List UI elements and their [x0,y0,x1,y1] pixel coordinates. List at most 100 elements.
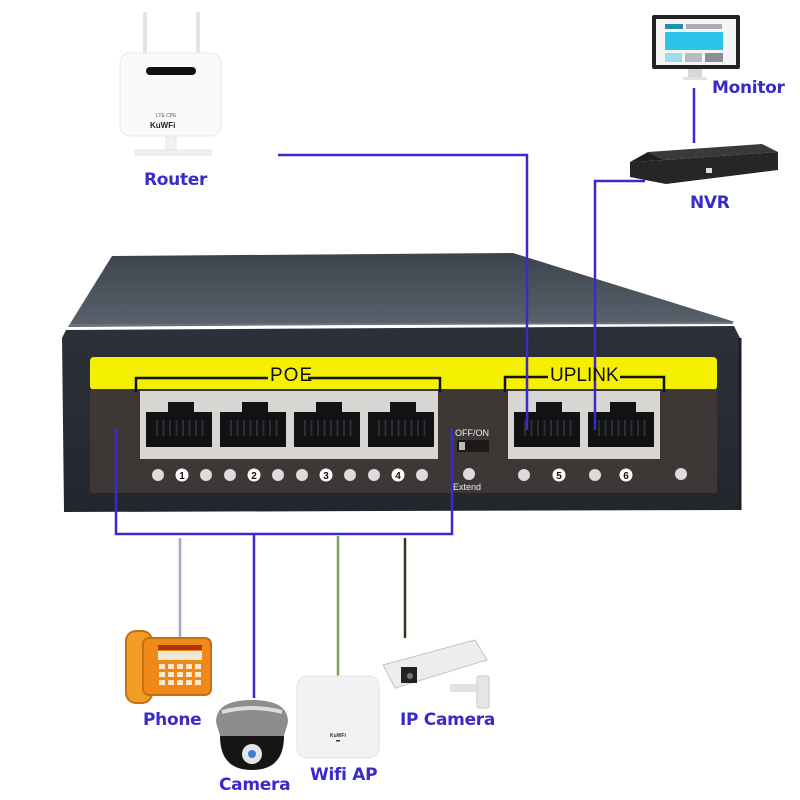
screen-block [686,24,722,29]
monitor-foot [683,77,707,80]
phone-display-top [158,645,202,650]
rj45-pin [323,420,326,436]
screen-block [665,24,683,29]
rj45-pin [563,420,565,436]
rj45-pin [550,420,552,436]
rj45-pin [417,420,419,436]
rj45-pin [598,420,600,436]
rj45-pin [637,420,639,436]
router-label: Router [144,170,208,190]
nvr-device [630,144,778,184]
rj45-pin [195,420,197,436]
rj45-pin [175,420,178,436]
monitor-neck [688,69,702,77]
phone-key [177,680,183,685]
rj45-pin [537,420,539,436]
cable-router-to-port5 [278,153,529,430]
wifi-ap-label: Wifi AP [310,765,378,785]
rj45-pin [162,420,165,436]
port-3-link-led [296,469,308,481]
phone-key [168,664,174,669]
port-2-link-led [224,469,236,481]
monitor-device [652,15,740,80]
port-4-poe-led [416,469,428,481]
ipcam-front-face [383,665,397,690]
phone-key [177,672,183,677]
phone-key [195,672,201,677]
router-brand: KuWFi [150,121,176,130]
rj45-pin [378,420,380,436]
switch-yellow-band [90,357,717,390]
phone-key [186,672,192,677]
camera-lens [248,750,256,758]
phone-device [125,630,212,704]
ipcam-bracket-arm [450,684,476,692]
camera-label: Camera [219,775,291,795]
port-2-badge [247,468,261,482]
toggle-knob [459,442,465,450]
rj45-pin [611,420,613,436]
extend-led [463,468,475,480]
port-4-number: 4 [395,471,401,482]
rj45-pin [569,420,572,436]
nvr-usb-port [706,168,712,173]
ip-camera-device [382,639,490,709]
rj45-pin [262,420,265,436]
rj45-pin [604,420,607,436]
poe-bracket-right [308,376,442,392]
phone-label: Phone [143,710,202,730]
port-1-link-led [152,469,164,481]
screen-block [665,53,682,62]
rj45-pin [391,420,393,436]
phone-key [195,680,201,685]
rj45-pin [397,420,400,436]
rj45-pin [182,420,184,436]
rj45-pin [169,420,171,436]
poe-port-2[interactable] [220,402,286,447]
poe-port-4[interactable] [368,402,434,447]
screen-block [685,53,702,62]
switch-top-edge [69,322,734,326]
port-3-badge [319,468,333,482]
rj45-pin [410,420,413,436]
rj45-pin [317,420,319,436]
rj45-pin [156,420,158,436]
port-6-badge [619,468,633,482]
phone-key [168,680,174,685]
router-sub-brand: LTE CPE [156,113,177,119]
rj45-pin [543,420,546,436]
poe-group-label: POE [270,365,314,386]
ipcam-lens [407,673,413,679]
phone-key [186,680,192,685]
phone-display [158,651,202,660]
uplink-port-5[interactable] [514,402,580,447]
rj45-pin [256,420,258,436]
phone-key [195,664,201,669]
wifi-ap-device [296,675,380,759]
wifi-ap-brand: KuWFi [330,733,346,739]
cable-nvr-to-port6 [593,179,645,430]
rj45-pin [275,420,278,436]
rj45-pin [349,420,352,436]
ipcam-housing [382,639,488,689]
port-6-number: 6 [623,471,629,482]
rj45-pin [404,420,406,436]
poe-port-1[interactable] [146,402,212,447]
monitor-label: Monitor [712,78,785,98]
dome-camera-device [216,700,288,770]
rj45-pin [269,420,271,436]
poe-bracket [134,376,268,392]
uplink-port-6[interactable] [588,402,654,447]
poe-port-3[interactable] [294,402,360,447]
wifi-ap-led [336,740,340,742]
rj45-pin [188,420,191,436]
nvr-side [630,152,664,162]
port-4-badge [391,468,405,482]
port-3-number: 3 [323,471,329,482]
rj45-pin [423,420,426,436]
port-5-badge [552,468,566,482]
rj45-pin [530,420,533,436]
port-5-link-led [518,469,530,481]
phone-key [159,672,165,677]
